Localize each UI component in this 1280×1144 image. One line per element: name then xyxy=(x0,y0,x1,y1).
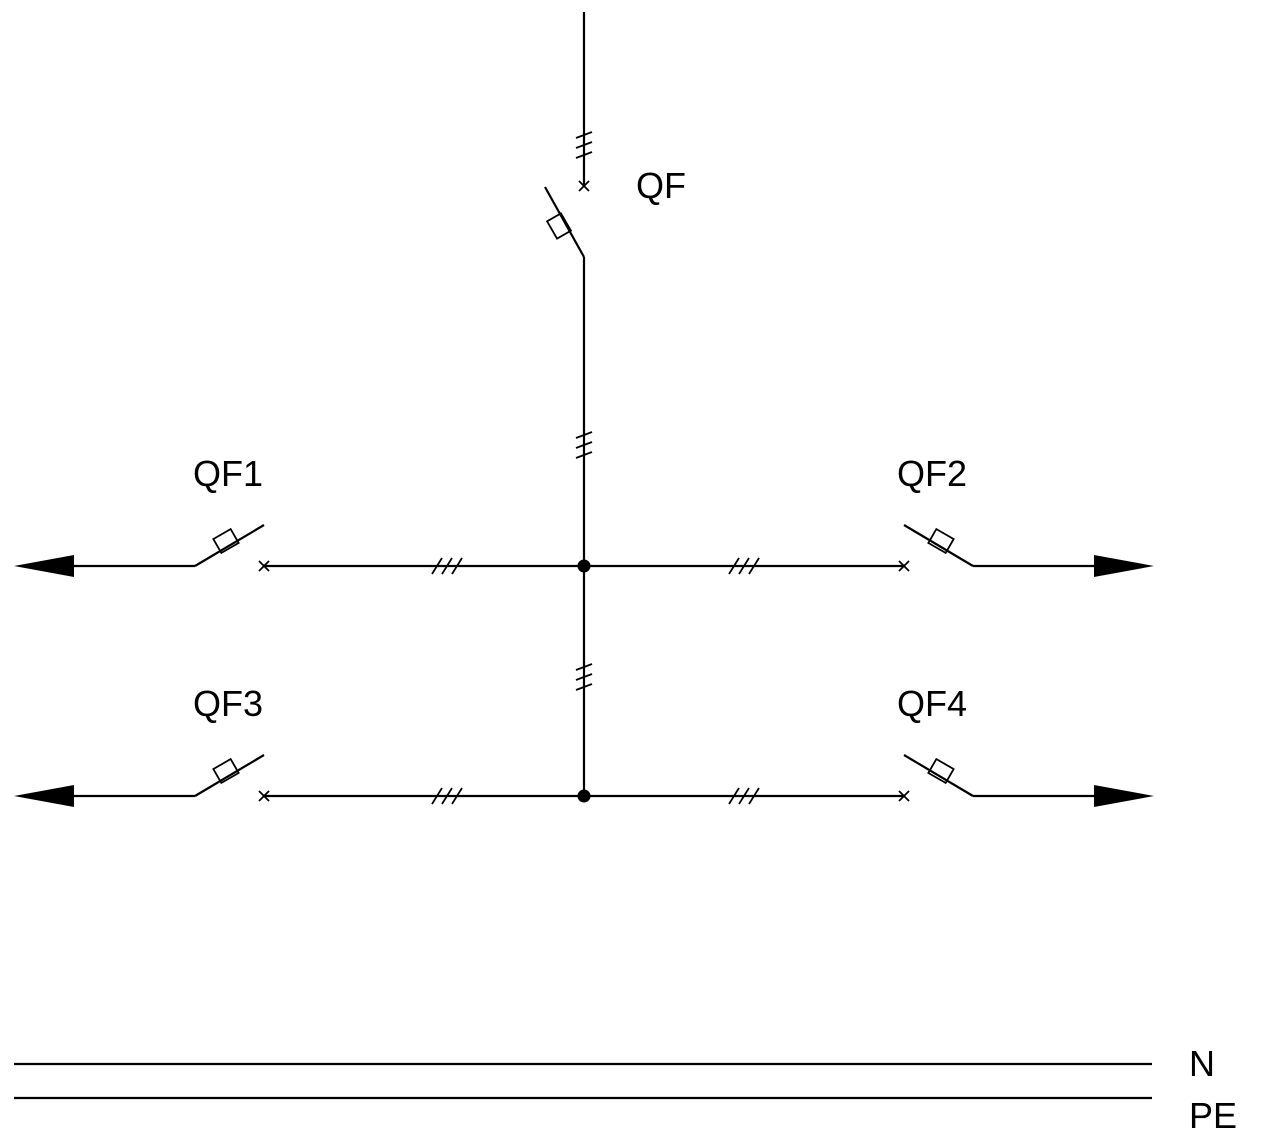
label-qf3: QF3 xyxy=(193,683,263,724)
label-qf: QF xyxy=(636,165,686,206)
arrow-left-icon xyxy=(14,555,74,577)
label-qf4: QF4 xyxy=(897,683,967,724)
outgoing-feeder-qf2: QF2 xyxy=(584,453,1154,577)
arrow-right-icon xyxy=(1094,785,1154,807)
three-phase-ticks xyxy=(728,557,760,575)
outgoing-feeder-qf4: QF4 xyxy=(584,683,1154,807)
main-feeder xyxy=(575,12,593,186)
arrow-right-icon xyxy=(1094,555,1154,577)
three-phase-ticks xyxy=(575,131,593,159)
outgoing-feeder-qf1: QF1 xyxy=(14,453,584,577)
bus-tie xyxy=(575,566,593,796)
outgoing-feeder-qf3: QF3 xyxy=(14,683,584,807)
label-qf2: QF2 xyxy=(897,453,967,494)
three-phase-ticks xyxy=(431,557,463,575)
three-phase-ticks xyxy=(728,787,760,805)
three-phase-ticks xyxy=(431,787,463,805)
neutral-conductor: N xyxy=(14,1043,1215,1084)
three-phase-ticks xyxy=(575,431,593,459)
main-breaker-qf: QF xyxy=(544,165,686,566)
label-pe: PE xyxy=(1189,1095,1237,1136)
label-n: N xyxy=(1189,1043,1215,1084)
arrow-left-icon xyxy=(14,785,74,807)
protective-earth-conductor: PE xyxy=(14,1095,1237,1136)
label-qf1: QF1 xyxy=(193,453,263,494)
three-phase-ticks xyxy=(575,663,593,691)
